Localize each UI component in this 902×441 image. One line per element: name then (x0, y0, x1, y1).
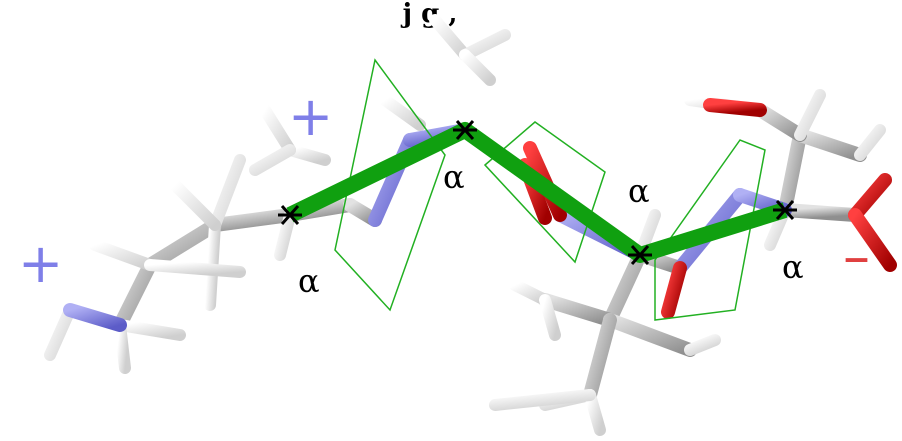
alpha-label-1: α (298, 262, 320, 300)
alpha-label-3: α (628, 172, 650, 210)
alpha-carbon-marker (773, 200, 797, 220)
positive-charge-label: + (288, 85, 333, 148)
alpha-carbon-marker (278, 205, 302, 225)
alpha-label-2: α (443, 158, 465, 196)
alpha-carbon-markers (278, 120, 797, 265)
peptide-plane-2 (483, 121, 606, 264)
alpha-carbon-marker (628, 245, 652, 265)
positive-charge-label: + (18, 232, 63, 295)
negative-charge-label: – (843, 225, 870, 288)
diagram-title: j g , (401, 0, 458, 29)
alpha-carbon-marker (453, 120, 477, 140)
backbone-trace (286, 122, 788, 263)
peptide-plane-3 (654, 139, 766, 321)
alpha-label-4: α (782, 248, 804, 286)
